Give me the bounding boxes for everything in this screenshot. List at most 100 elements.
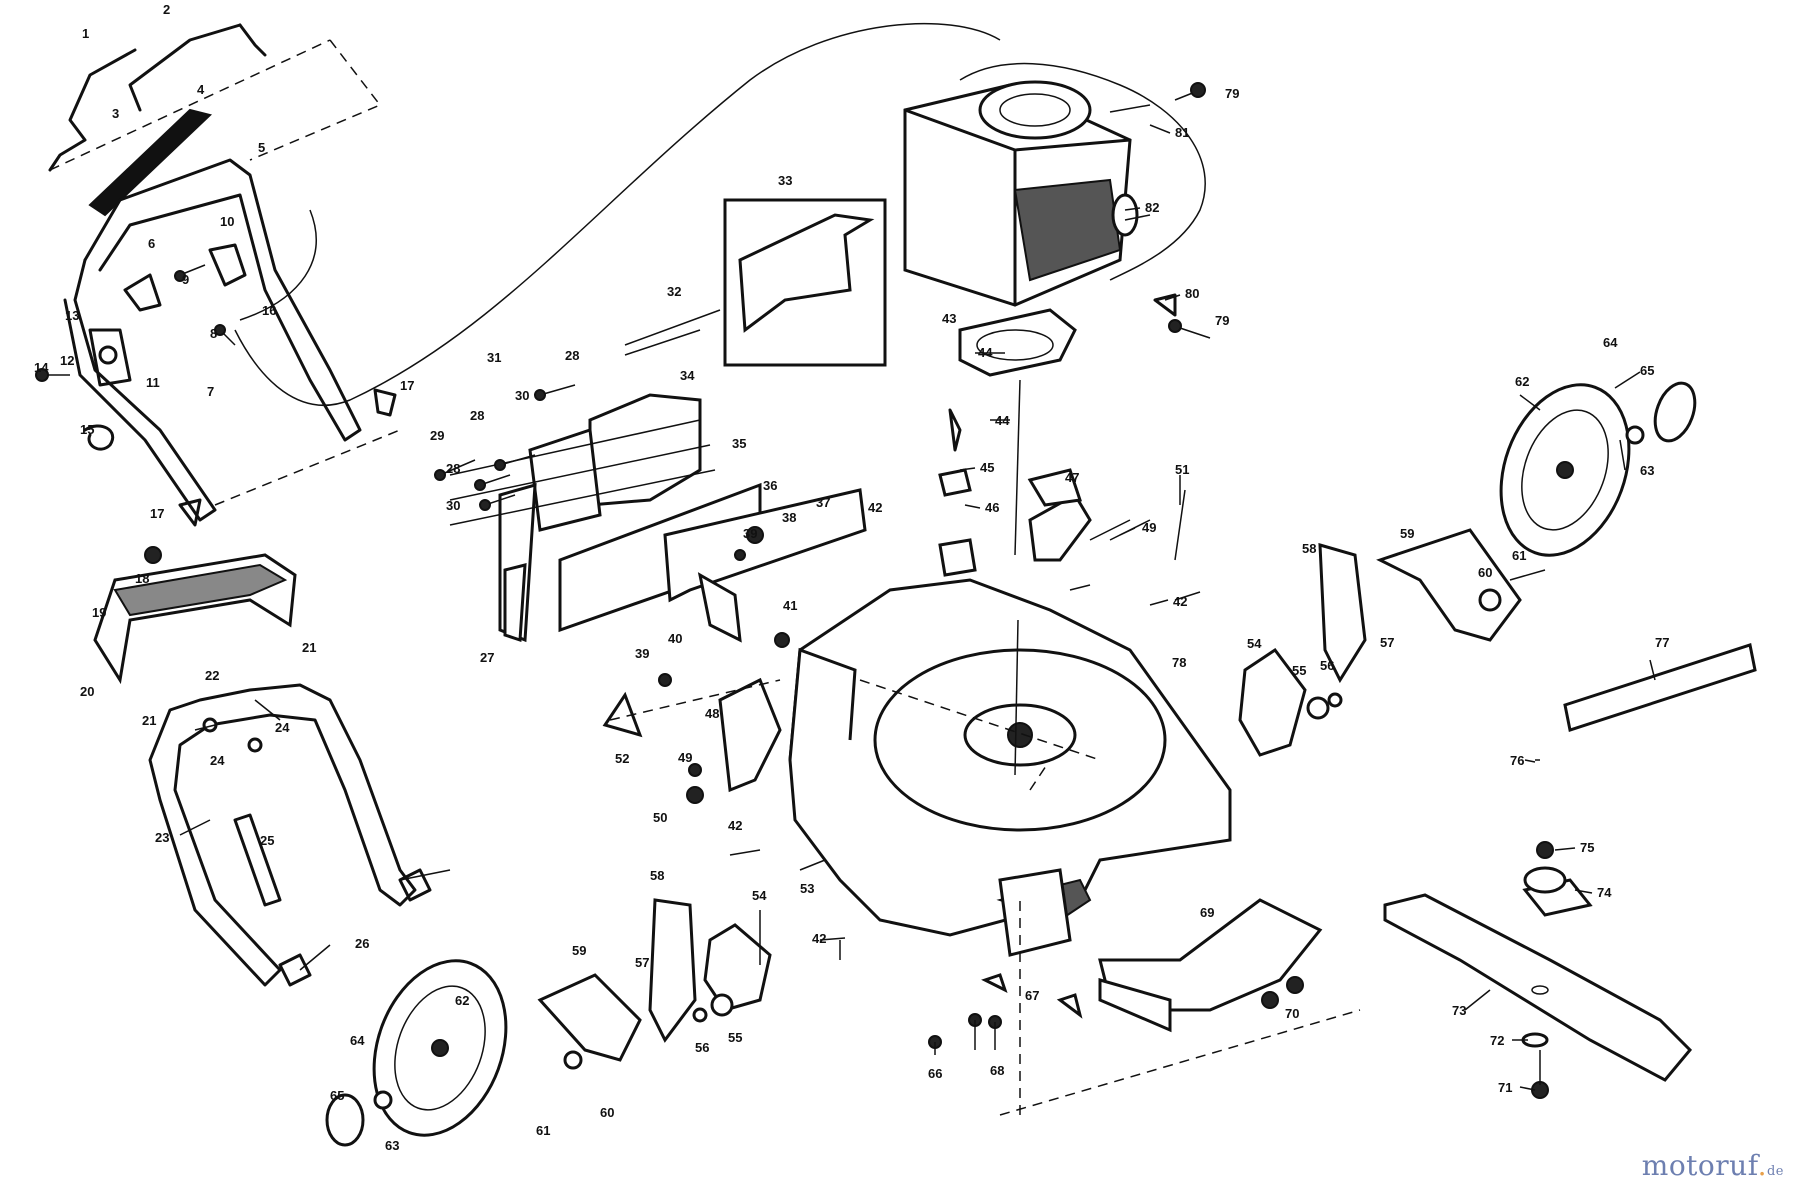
callout-82: 82 [1145, 200, 1159, 215]
callout-2: 2 [163, 2, 170, 17]
callout-56: 56 [1320, 658, 1334, 673]
callout-7: 7 [207, 384, 214, 399]
callout-51: 51 [1175, 462, 1189, 477]
callout-61: 61 [1512, 548, 1526, 563]
callout-64b: 64 [350, 1033, 365, 1048]
discharge-chute [1098, 898, 1323, 1033]
callout-25: 25 [260, 833, 274, 848]
callout-40: 40 [668, 631, 682, 646]
callout-79b: 79 [1215, 313, 1229, 328]
callout-64: 64 [1603, 335, 1618, 350]
callout-74: 74 [1597, 885, 1612, 900]
callout-leaders [179, 124, 1656, 1091]
callout-36: 36 [763, 478, 777, 493]
callout-63: 63 [1640, 463, 1654, 478]
callout-37: 37 [816, 495, 830, 510]
callout-21b: 21 [142, 713, 156, 728]
callout-73: 73 [1452, 1003, 1466, 1018]
callout-58: 58 [1302, 541, 1316, 556]
callout-9: 9 [182, 272, 189, 287]
callout-18: 18 [135, 571, 149, 586]
callout-42c: 42 [728, 818, 742, 833]
callout-78: 78 [1172, 655, 1186, 670]
engine [903, 62, 1211, 339]
callout-71: 71 [1498, 1080, 1512, 1095]
watermark-brand: motoruf [1641, 1149, 1758, 1182]
callout-11: 11 [146, 375, 160, 390]
callout-42d: 42 [812, 931, 826, 946]
callout-43: 43 [942, 311, 956, 326]
callout-66: 66 [928, 1066, 942, 1081]
part-callouts: 1 2 3 4 5 6 7 8 9 10 11 12 13 14 15 16 1… [34, 2, 1669, 1153]
callout-8: 8 [210, 326, 217, 341]
callout-28c: 28 [446, 461, 460, 476]
callout-22: 22 [205, 668, 219, 683]
callout-30b: 30 [446, 498, 460, 513]
callout-33: 33 [778, 173, 792, 188]
callout-50: 50 [653, 810, 667, 825]
upper-handle-assembly [35, 22, 1001, 527]
callout-12: 12 [60, 353, 74, 368]
callout-58b: 58 [650, 868, 664, 883]
callout-72: 72 [1490, 1033, 1504, 1048]
callout-27: 27 [480, 650, 494, 665]
callout-6: 6 [148, 236, 155, 251]
callout-39b: 39 [635, 646, 649, 661]
callout-17b: 17 [150, 506, 164, 521]
callout-15: 15 [80, 422, 94, 437]
callout-45: 45 [980, 460, 994, 475]
callout-42b: 42 [1173, 594, 1187, 609]
callout-46: 46 [985, 500, 999, 515]
callout-24: 24 [210, 753, 225, 768]
callout-56b: 56 [695, 1040, 709, 1055]
callout-10: 10 [220, 214, 234, 229]
callout-47: 47 [1065, 470, 1079, 485]
blade-assembly [1383, 643, 1757, 1099]
callout-5: 5 [258, 140, 265, 155]
callout-75: 75 [1580, 840, 1594, 855]
callout-65b: 65 [330, 1088, 344, 1103]
callout-49b: 49 [678, 750, 692, 765]
callout-39: 39 [743, 526, 757, 541]
callout-54: 54 [1247, 636, 1262, 651]
callout-21: 21 [302, 640, 316, 655]
callout-28: 28 [565, 348, 579, 363]
callout-79: 79 [1225, 86, 1239, 101]
callout-70: 70 [1285, 1006, 1299, 1021]
callout-52: 52 [615, 751, 629, 766]
callout-19: 19 [92, 605, 106, 620]
callout-49: 49 [1142, 520, 1156, 535]
callout-31: 31 [487, 350, 501, 365]
callout-68: 68 [990, 1063, 1004, 1078]
callout-34: 34 [680, 368, 695, 383]
callout-29: 29 [430, 428, 444, 443]
callout-67: 67 [1025, 988, 1039, 1003]
callout-16: 16 [262, 303, 276, 318]
callout-17: 17 [400, 378, 414, 393]
callout-4: 4 [197, 82, 205, 97]
callout-55: 55 [1292, 663, 1306, 678]
callout-63b: 63 [385, 1138, 399, 1153]
callout-23: 23 [155, 830, 169, 845]
callout-60b: 60 [600, 1105, 614, 1120]
callout-26: 26 [355, 936, 369, 951]
callout-61b: 61 [536, 1123, 550, 1138]
callout-3: 3 [112, 106, 119, 121]
watermark-tld: de [1766, 1164, 1784, 1179]
callout-24b: 24 [275, 720, 290, 735]
callout-32: 32 [667, 284, 681, 299]
watermark-logo: motoruf.de [1642, 1149, 1784, 1182]
callout-62b: 62 [455, 993, 469, 1008]
callout-35: 35 [732, 436, 746, 451]
grass-bag-frame [93, 546, 451, 987]
callout-60: 60 [1478, 565, 1492, 580]
callout-69: 69 [1200, 905, 1214, 920]
callout-59b: 59 [572, 943, 586, 958]
callout-57: 57 [1380, 635, 1394, 650]
rear-wheel-left [325, 898, 772, 1147]
callout-76: 76 [1510, 753, 1524, 768]
callout-81: 81 [1175, 125, 1189, 140]
callout-55b: 55 [728, 1030, 742, 1045]
callout-30: 30 [515, 388, 529, 403]
